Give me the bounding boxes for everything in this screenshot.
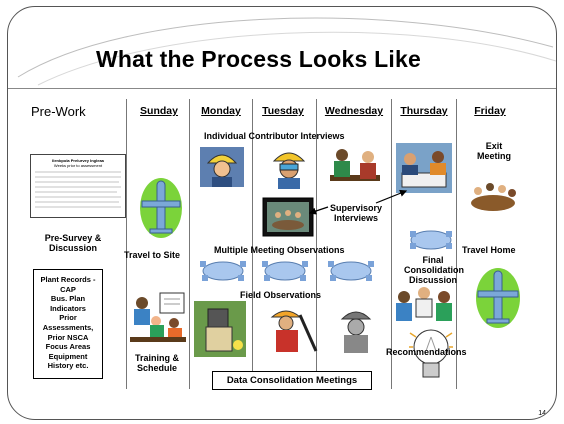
- meeting-discussion-icon: [396, 143, 452, 193]
- records-line: Prior NSCA: [47, 332, 89, 342]
- interview-safety-glasses-icon: [272, 152, 306, 189]
- column-divider: [391, 99, 392, 389]
- day-thursday: Thursday: [400, 105, 448, 117]
- records-line: Bus. Plan: [50, 294, 86, 304]
- records-line: History etc.: [47, 361, 89, 371]
- records-line: Plant Records -: [40, 275, 96, 284]
- header-swoosh: [17, 17, 556, 86]
- records-line: Assessments,: [42, 322, 94, 332]
- day-monday: Monday: [201, 105, 241, 117]
- survey-subtitle: Weeks prior to assessment: [53, 163, 103, 168]
- field-observations-label: Field Observations: [240, 290, 322, 300]
- travel-home-label: Travel Home: [462, 245, 516, 255]
- exit-meeting-icon: [471, 183, 516, 211]
- day-friday: Friday: [474, 105, 506, 117]
- records-line: Indicators: [50, 303, 86, 313]
- individual-contributor-label: Individual Contributor Interviews: [204, 131, 345, 141]
- prework-header: Pre-Work: [31, 104, 86, 119]
- records-line: Focus Areas: [45, 342, 91, 352]
- travel-to-site-label: Travel to Site: [124, 250, 181, 260]
- multiple-meeting-label: Multiple Meeting Observations: [214, 245, 345, 255]
- connector-arrows: [308, 189, 408, 215]
- survey-title: Ilenbpola Prelurvey Ingleaa: [52, 158, 104, 163]
- training-schedule-label: Training & Schedule: [134, 353, 179, 373]
- pre-survey-label: Pre-Survey & Discussion: [44, 233, 102, 253]
- survey-document: Ilenbpola Prelurvey Ingleaa Weeks prior …: [30, 154, 126, 218]
- column-divider: [252, 99, 253, 389]
- records-line: CAP: [60, 284, 76, 294]
- welder-icon: [194, 301, 246, 357]
- final-consolidation-label: Final Consolidation Discussion: [404, 255, 464, 285]
- records-line: Equipment: [48, 351, 88, 361]
- recommendations-label: Recommendations: [386, 347, 467, 357]
- airplane-icon: [476, 268, 520, 328]
- column-divider: [456, 99, 457, 389]
- column-divider: [189, 99, 190, 389]
- training-clipart-icon: [130, 292, 186, 342]
- video-conference-icon: [262, 197, 314, 237]
- day-tuesday: Tuesday: [262, 105, 304, 117]
- column-divider: [316, 99, 317, 389]
- field-worker-icon: [270, 310, 318, 352]
- supervisory-interview-icon: [330, 149, 380, 181]
- lightbulb-icon: [409, 329, 453, 378]
- airplane-icon: [140, 178, 182, 238]
- page-number: 14: [538, 410, 546, 417]
- meeting-table-icon: [410, 230, 452, 250]
- records-line: Prior: [59, 313, 77, 323]
- meeting-table-icon: [200, 261, 246, 281]
- slide-frame: What the Process Looks Like Pre-Work Sun…: [7, 6, 557, 420]
- exit-meeting-label: Exit Meeting: [476, 141, 511, 161]
- page-title: What the Process Looks Like: [96, 46, 421, 72]
- survey-lines: [35, 171, 121, 208]
- supervisory-interviews-label: Supervisory Interviews: [329, 203, 383, 223]
- column-divider: [126, 99, 127, 389]
- meeting-table-icon: [262, 261, 308, 281]
- data-consolidation-label: Data Consolidation Meetings: [226, 375, 358, 386]
- header-divider: [8, 88, 556, 89]
- data-consolidation-box: Data Consolidation Meetings: [212, 371, 372, 390]
- interview-worker-icon: [200, 147, 244, 187]
- meeting-table-icon: [328, 261, 374, 281]
- day-wednesday: Wednesday: [324, 105, 384, 117]
- team-group-icon: [396, 287, 452, 321]
- day-sunday: Sunday: [140, 105, 178, 117]
- hardhat-worker-icon: [340, 311, 372, 353]
